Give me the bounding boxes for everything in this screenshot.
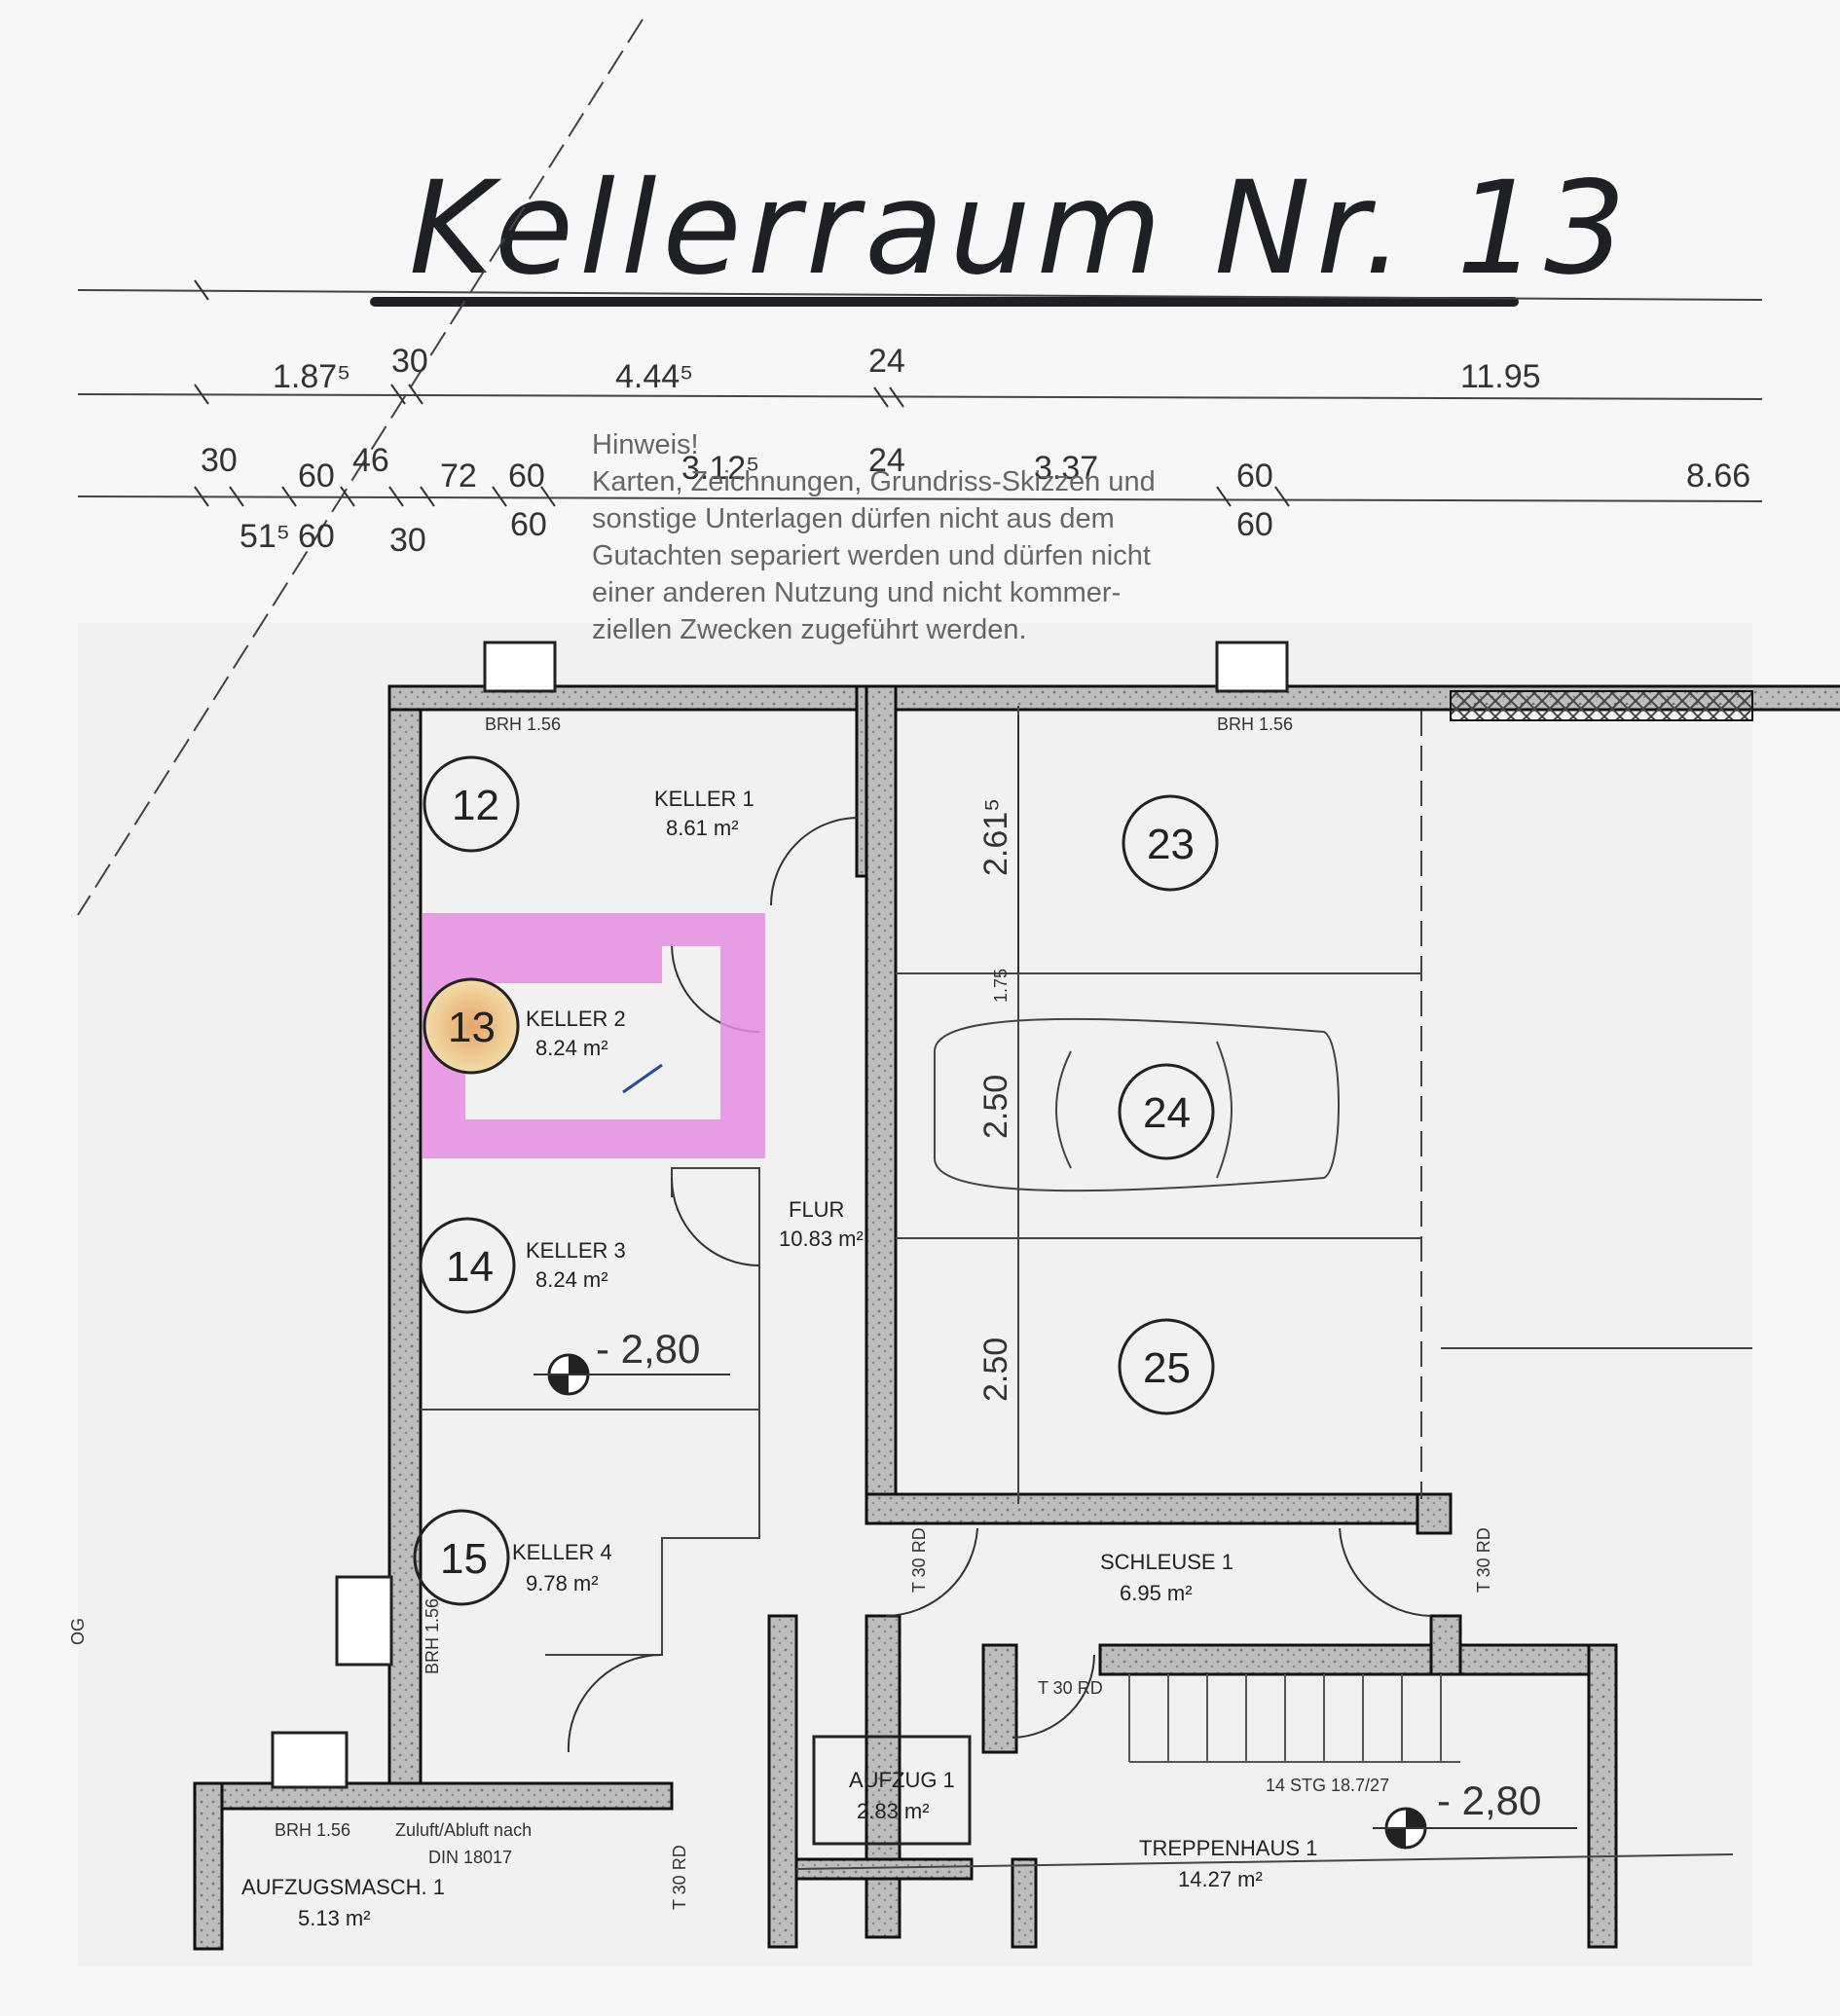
dim-5: 11.95	[1460, 358, 1541, 395]
room-number-circles	[413, 755, 1219, 1606]
room-num-13: 13	[448, 1004, 496, 1051]
notice-line-3: Gutachten separiert werden und dürfen ni…	[592, 540, 1151, 571]
dim-r2-8: 3.37	[1034, 450, 1098, 487]
page-title: Kellerraum Nr. 13	[409, 154, 1632, 304]
walls	[193, 684, 1840, 1951]
notice-line-2: sonstige Unterlagen dürfen nicht aus dem	[592, 503, 1115, 534]
room-labels: KELLER 1 8.61 m² KELLER 2 8.24 m² KELLER…	[241, 787, 1317, 1930]
t30-label-4: T 30 RD	[670, 1845, 689, 1910]
dim-r2b-5: 60	[1236, 506, 1273, 543]
notice-heading: Hinweis!	[592, 429, 699, 460]
notice-line-1: Karten, Zeichnungen, Grundriss-Skizzen u…	[592, 466, 1156, 497]
stairs-label: 14 STG 18.7/27	[1266, 1776, 1389, 1795]
keller-1-name: KELLER 1	[654, 787, 754, 811]
room-num-12: 12	[452, 782, 499, 829]
aufzugsmasch-area: 5.13 m²	[298, 1906, 371, 1930]
brh-label-3: BRH 1.56	[423, 1598, 442, 1674]
dim-r2-10: 8.66	[1686, 458, 1750, 495]
lueftung-line-2: DIN 18017	[428, 1848, 512, 1867]
dim-r2b-1: 51⁵	[239, 518, 290, 555]
staircase	[1128, 1674, 1460, 1763]
notice-block: Hinweis! Karten, Zeichnungen, Grundriss-…	[592, 429, 1156, 645]
aufzug-area: 2.83 m²	[857, 1799, 930, 1823]
keller-2-area: 8.24 m²	[535, 1036, 608, 1060]
room-num-24: 24	[1143, 1089, 1191, 1137]
keller-4-name: KELLER 4	[512, 1540, 612, 1564]
brh-label-2: BRH 1.56	[1217, 715, 1293, 734]
aufzug-name: AUFZUG 1	[849, 1768, 955, 1792]
car-outline	[934, 1017, 1340, 1192]
room-num-23: 23	[1147, 821, 1195, 868]
brh-label-4: BRH 1.56	[275, 1820, 350, 1840]
keller-2-name: KELLER 2	[526, 1007, 626, 1031]
room-num-15: 15	[440, 1535, 488, 1583]
room-num-14: 14	[446, 1243, 494, 1291]
title-underline	[370, 297, 1519, 307]
level-label-1: - 2,80	[596, 1326, 700, 1372]
dim-r2-6: 3.12⁵	[681, 450, 759, 487]
dim-v-1: 2.61⁵	[977, 798, 1014, 876]
dim-v-2: 1.75	[991, 969, 1011, 1003]
dim-r2-5: 60	[508, 458, 545, 495]
lueftung-line-1: Zuluft/Abluft nach	[395, 1820, 532, 1840]
level-marker-2	[1373, 1807, 1577, 1850]
windows	[271, 641, 1289, 1789]
keller-3-name: KELLER 3	[526, 1238, 626, 1263]
dim-r2-4: 72	[440, 458, 477, 495]
pen-mark	[622, 1063, 663, 1094]
margin-label: OG	[68, 1618, 88, 1645]
keller-2-highlight	[423, 913, 765, 1158]
dim-r2b-3: 30	[389, 522, 426, 559]
dim-r2-7: 24	[868, 442, 905, 479]
dim-v-3: 2.50	[977, 1075, 1014, 1139]
flur-area: 10.83 m²	[779, 1227, 864, 1251]
schleuse-name: SCHLEUSE 1	[1100, 1550, 1233, 1574]
treppenhaus-area: 14.27 m²	[1178, 1867, 1263, 1891]
t30-label-3: T 30 RD	[1038, 1678, 1103, 1698]
dim-r2-9: 60	[1236, 458, 1273, 495]
dim-r2b-2: 60	[298, 518, 335, 555]
dim-3: 4.44⁵	[615, 358, 693, 395]
interior-lines	[421, 706, 1752, 1870]
dim-r2b-4: 60	[510, 506, 547, 543]
hatched-wall	[1450, 690, 1753, 721]
notice-line-4: einer anderen Nutzung und nicht kommer-	[592, 577, 1121, 608]
brh-label-1: BRH 1.56	[485, 715, 561, 734]
level-label-2: - 2,80	[1437, 1778, 1541, 1823]
aufzugsmasch-name: AUFZUGSMASCH. 1	[241, 1875, 445, 1899]
keller-1-area: 8.61 m²	[666, 816, 739, 840]
keller-3-area: 8.24 m²	[535, 1267, 608, 1292]
dim-4: 24	[868, 343, 905, 380]
t30-label-2: T 30 RD	[1474, 1527, 1493, 1593]
level-marker-1	[534, 1353, 730, 1396]
dim-v-4: 2.50	[977, 1338, 1014, 1402]
flur-name: FLUR	[789, 1197, 844, 1222]
dim-2: 30	[391, 343, 428, 380]
dim-r2-1: 30	[201, 442, 238, 479]
notice-line-5: ziellen Zwecken zugeführt werden.	[592, 614, 1027, 645]
dim-r2-2: 60	[298, 458, 335, 495]
dimension-lines	[77, 18, 1763, 916]
dim-r2-3: 46	[352, 442, 389, 479]
t30-label-1: T 30 RD	[909, 1527, 929, 1593]
keller-4-area: 9.78 m²	[526, 1571, 599, 1595]
treppenhaus-name: TREPPENHAUS 1	[1139, 1836, 1317, 1860]
elevator-shaft	[812, 1735, 972, 1846]
schleuse-area: 6.95 m²	[1120, 1581, 1193, 1605]
dim-1: 1.87⁵	[273, 358, 350, 395]
room-num-25: 25	[1143, 1344, 1191, 1392]
